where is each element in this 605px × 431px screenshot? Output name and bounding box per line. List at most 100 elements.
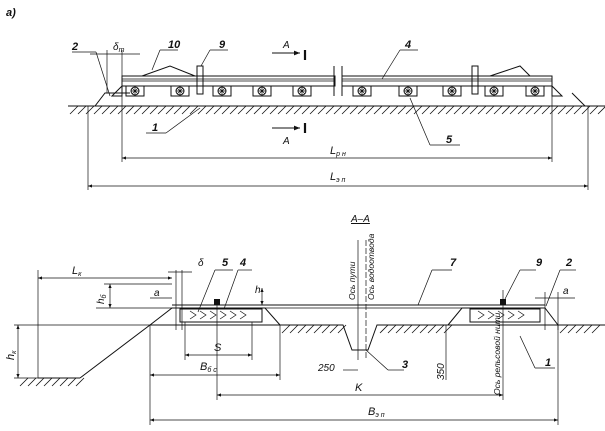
callout-1-section: 1 xyxy=(519,335,555,369)
hatch-stroke xyxy=(565,105,575,115)
hatch-stroke xyxy=(285,105,295,115)
label-axis-track: Ось пути xyxy=(347,261,357,300)
hatch-stroke xyxy=(397,105,407,115)
section-title: А–А xyxy=(350,214,370,225)
svg-text:9: 9 xyxy=(536,257,543,269)
hatch-stroke xyxy=(301,105,311,115)
hatch-stroke xyxy=(469,105,479,115)
roller-wheel xyxy=(212,85,232,97)
hatch-stroke xyxy=(445,105,455,115)
hatch-stroke xyxy=(341,105,351,115)
hatch-stroke xyxy=(309,105,319,115)
hatch-stroke xyxy=(349,105,359,115)
hatch-stroke xyxy=(525,105,535,115)
svg-text:7: 7 xyxy=(450,257,457,269)
callout-1-top: 1 xyxy=(146,107,201,134)
hatch-stroke xyxy=(269,105,279,115)
hatch-stroke xyxy=(35,377,45,387)
svg-text:10: 10 xyxy=(168,39,181,51)
hatch-stroke xyxy=(365,105,375,115)
hatch-stroke xyxy=(389,105,399,115)
section-mark-a-bottom: А xyxy=(282,136,290,147)
roller-block-right xyxy=(469,308,541,323)
k-label: K xyxy=(355,382,363,394)
delta-t-label: δт xyxy=(113,42,125,54)
hatch-stroke xyxy=(293,105,303,115)
hatch-stroke xyxy=(501,105,511,115)
figure-label: а) xyxy=(6,7,16,19)
svg-text:3: 3 xyxy=(402,359,408,371)
hatch-stroke xyxy=(237,105,247,115)
callout-7: 7 xyxy=(417,257,457,306)
stop-left xyxy=(110,84,123,97)
hatch-stroke xyxy=(325,105,335,115)
hatch-stroke xyxy=(189,105,199,115)
hatch-stroke xyxy=(313,324,323,334)
callout-5-section: 5 xyxy=(197,257,233,313)
svg-text:1: 1 xyxy=(152,122,158,134)
hatch-stroke xyxy=(125,105,135,115)
roller-wheel xyxy=(252,85,272,97)
hatch-stroke xyxy=(85,105,95,115)
roller-wheel xyxy=(170,85,190,97)
hatch-stroke xyxy=(549,105,559,115)
hatch-stroke xyxy=(435,324,445,334)
rail-right-segment xyxy=(341,75,553,87)
label-axis-drain: Ось водоотвода xyxy=(366,233,376,300)
hatch-stroke xyxy=(75,377,85,387)
a-right-label: a xyxy=(563,286,569,297)
roller-wheel xyxy=(398,85,418,97)
hatch-stroke xyxy=(289,324,299,334)
hb-label: hб xyxy=(96,293,108,304)
hatch-stroke xyxy=(557,105,567,115)
hatch-stroke xyxy=(19,377,29,387)
svg-text:1: 1 xyxy=(545,357,551,369)
section-view: А–А Ось пути Ось водоотвода Ось рельсово… xyxy=(5,214,605,425)
callout-4-section: 4 xyxy=(223,257,252,310)
hatch-stroke xyxy=(77,105,87,115)
callout-10: 10 xyxy=(151,39,181,71)
hatch-stroke xyxy=(575,324,585,334)
roller-wheel xyxy=(292,85,312,97)
ramp-wedge-left xyxy=(141,65,196,77)
lrn-label: Lр н xyxy=(330,145,346,158)
hatch-stroke xyxy=(461,105,471,115)
ramp-wedge-right xyxy=(489,65,531,77)
hatch-stroke xyxy=(51,377,61,387)
hatch-stroke xyxy=(379,324,389,334)
hatch-stroke xyxy=(395,324,405,334)
hatch-stroke xyxy=(213,105,223,115)
hatch-stroke xyxy=(281,324,291,334)
break-line xyxy=(333,66,343,96)
ground-hatch-top xyxy=(69,105,605,115)
hatch-stroke xyxy=(149,105,159,115)
hatch-stroke xyxy=(485,105,495,115)
hatch-stroke xyxy=(165,105,175,115)
dim350-label: 350 xyxy=(436,363,447,380)
hatch-stroke xyxy=(43,377,53,387)
hatch-stroke xyxy=(541,105,551,115)
s-label: S xyxy=(214,342,222,354)
callout-2-section: 2 xyxy=(545,257,576,307)
hatch-stroke xyxy=(387,324,397,334)
label-axis-rail: Ось рельсовой нити xyxy=(492,312,502,395)
hatch-stroke xyxy=(581,105,591,115)
hatch-stroke xyxy=(197,105,207,115)
hatch-stroke xyxy=(69,105,79,115)
hatch-stroke xyxy=(205,105,215,115)
svg-text:2: 2 xyxy=(71,41,78,53)
section-mark-a-top: А xyxy=(282,40,290,51)
ground-hatch-section xyxy=(19,324,601,387)
roller-wheel xyxy=(125,85,145,97)
delta-label: δ xyxy=(198,258,204,269)
roller-wheel xyxy=(352,85,372,97)
rail-left-segment xyxy=(121,75,336,87)
hatch-stroke xyxy=(597,106,605,115)
stop-right xyxy=(551,84,564,97)
hatch-stroke xyxy=(429,105,439,115)
bep-label: Bэ п xyxy=(368,406,385,419)
hatch-stroke xyxy=(27,377,37,387)
lk-label: Lк xyxy=(72,265,82,278)
ground-profile xyxy=(79,324,605,379)
